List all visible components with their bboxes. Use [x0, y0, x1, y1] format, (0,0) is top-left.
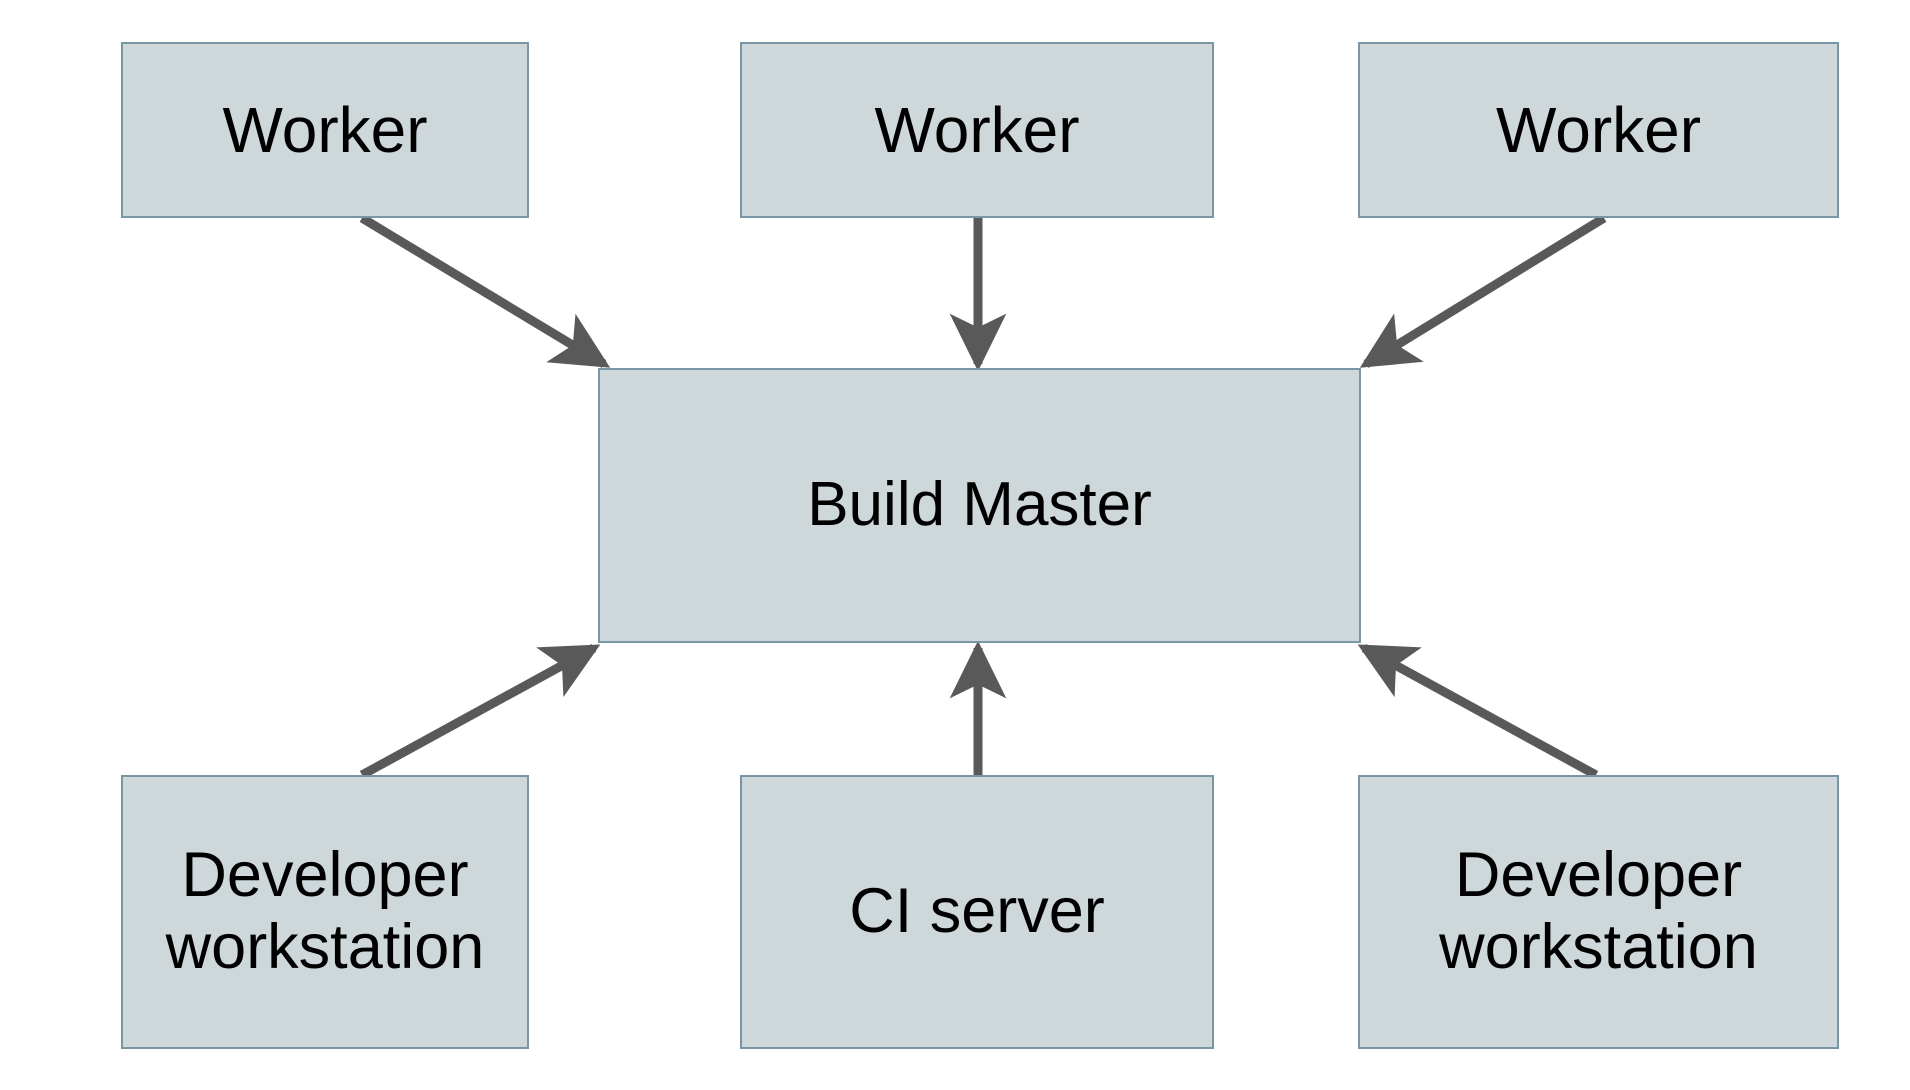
- node-build-master[interactable]: Build Master: [598, 368, 1361, 643]
- node-ci-server[interactable]: CI server: [740, 775, 1214, 1049]
- node-worker-1[interactable]: Worker: [121, 42, 529, 218]
- node-developer-workstation-right[interactable]: Developer workstation: [1358, 775, 1839, 1049]
- node-label: Worker: [222, 93, 428, 166]
- node-label: Worker: [1495, 93, 1702, 166]
- edge-worker-3-to-build-master: [1359, 214, 1607, 368]
- edge-dev-ws-left-to-build-master: [359, 644, 601, 779]
- node-worker-3[interactable]: Worker: [1358, 42, 1839, 218]
- node-developer-workstation-left[interactable]: Developer workstation: [121, 775, 529, 1049]
- node-label: CI server: [849, 876, 1105, 947]
- node-label: Developer workstation: [165, 840, 485, 982]
- node-label: Worker: [874, 93, 1080, 166]
- edge-dev-ws-right-to-build-master: [1357, 644, 1599, 779]
- edge-worker-1-to-build-master: [359, 214, 611, 368]
- node-worker-2[interactable]: Worker: [740, 42, 1214, 218]
- node-label: Developer workstation: [1439, 840, 1758, 982]
- node-label: Build Master: [807, 470, 1152, 540]
